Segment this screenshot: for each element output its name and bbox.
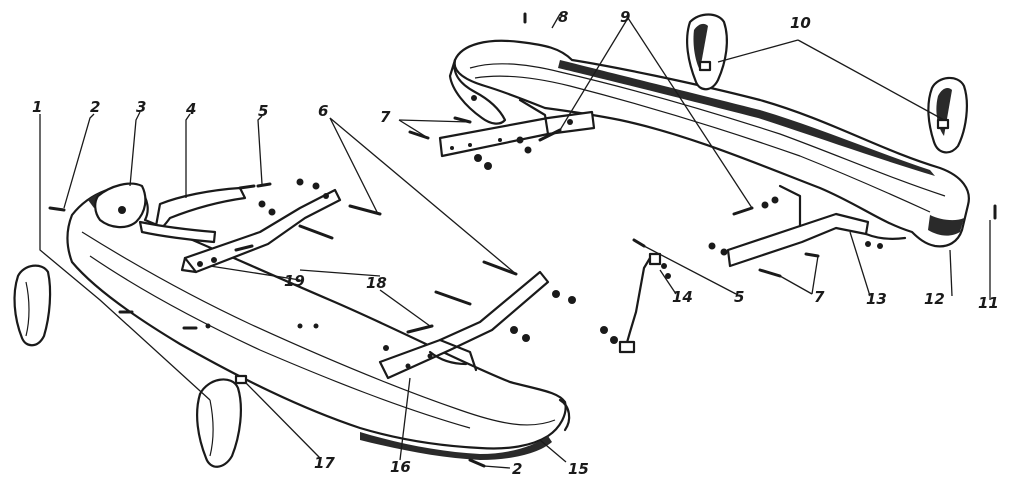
callout-2-top: 2 bbox=[90, 98, 100, 116]
callout-3: 3 bbox=[136, 98, 146, 116]
callout-13: 13 bbox=[866, 290, 887, 308]
rear-right-bracket bbox=[726, 184, 907, 268]
callout-5-left: 5 bbox=[258, 102, 268, 120]
rear-overrider-left bbox=[686, 13, 728, 91]
front-left-bracket-upper bbox=[138, 186, 247, 244]
front-left-bracket-lower bbox=[180, 188, 342, 274]
front-overrider-left bbox=[13, 264, 52, 347]
front-right-bracket bbox=[378, 270, 550, 380]
callout-7-top: 7 bbox=[380, 108, 391, 126]
callout-1: 1 bbox=[32, 98, 42, 116]
callout-9: 9 bbox=[620, 8, 630, 26]
callout-6: 6 bbox=[318, 102, 328, 120]
callout-16: 16 bbox=[390, 458, 411, 476]
callout-15: 15 bbox=[568, 460, 589, 478]
front-fasteners bbox=[48, 178, 646, 468]
leader-lines bbox=[39, 13, 991, 469]
callout-2-bottom: 2 bbox=[512, 460, 522, 478]
callout-4: 4 bbox=[185, 100, 196, 118]
link-rod bbox=[618, 252, 671, 354]
callout-12: 12 bbox=[924, 290, 945, 308]
callout-8: 8 bbox=[558, 8, 568, 26]
callout-17: 17 bbox=[314, 454, 335, 472]
callout-10: 10 bbox=[790, 14, 811, 32]
callout-7-right: 7 bbox=[814, 288, 825, 306]
rear-left-bracket bbox=[438, 98, 596, 158]
front-overrider-right bbox=[196, 374, 248, 468]
callout-19: 19 bbox=[284, 272, 305, 290]
front-bumper-bar bbox=[66, 185, 571, 460]
callout-5-right: 5 bbox=[734, 288, 744, 306]
callout-18: 18 bbox=[366, 274, 387, 292]
rear-fasteners bbox=[408, 12, 997, 278]
callout-11: 11 bbox=[978, 294, 999, 312]
callout-labels: 1 2 3 4 5 6 7 8 9 10 11 12 13 7 5 14 15 … bbox=[32, 8, 999, 478]
callout-14: 14 bbox=[672, 288, 693, 306]
front-bumper-end-cap bbox=[94, 182, 147, 229]
